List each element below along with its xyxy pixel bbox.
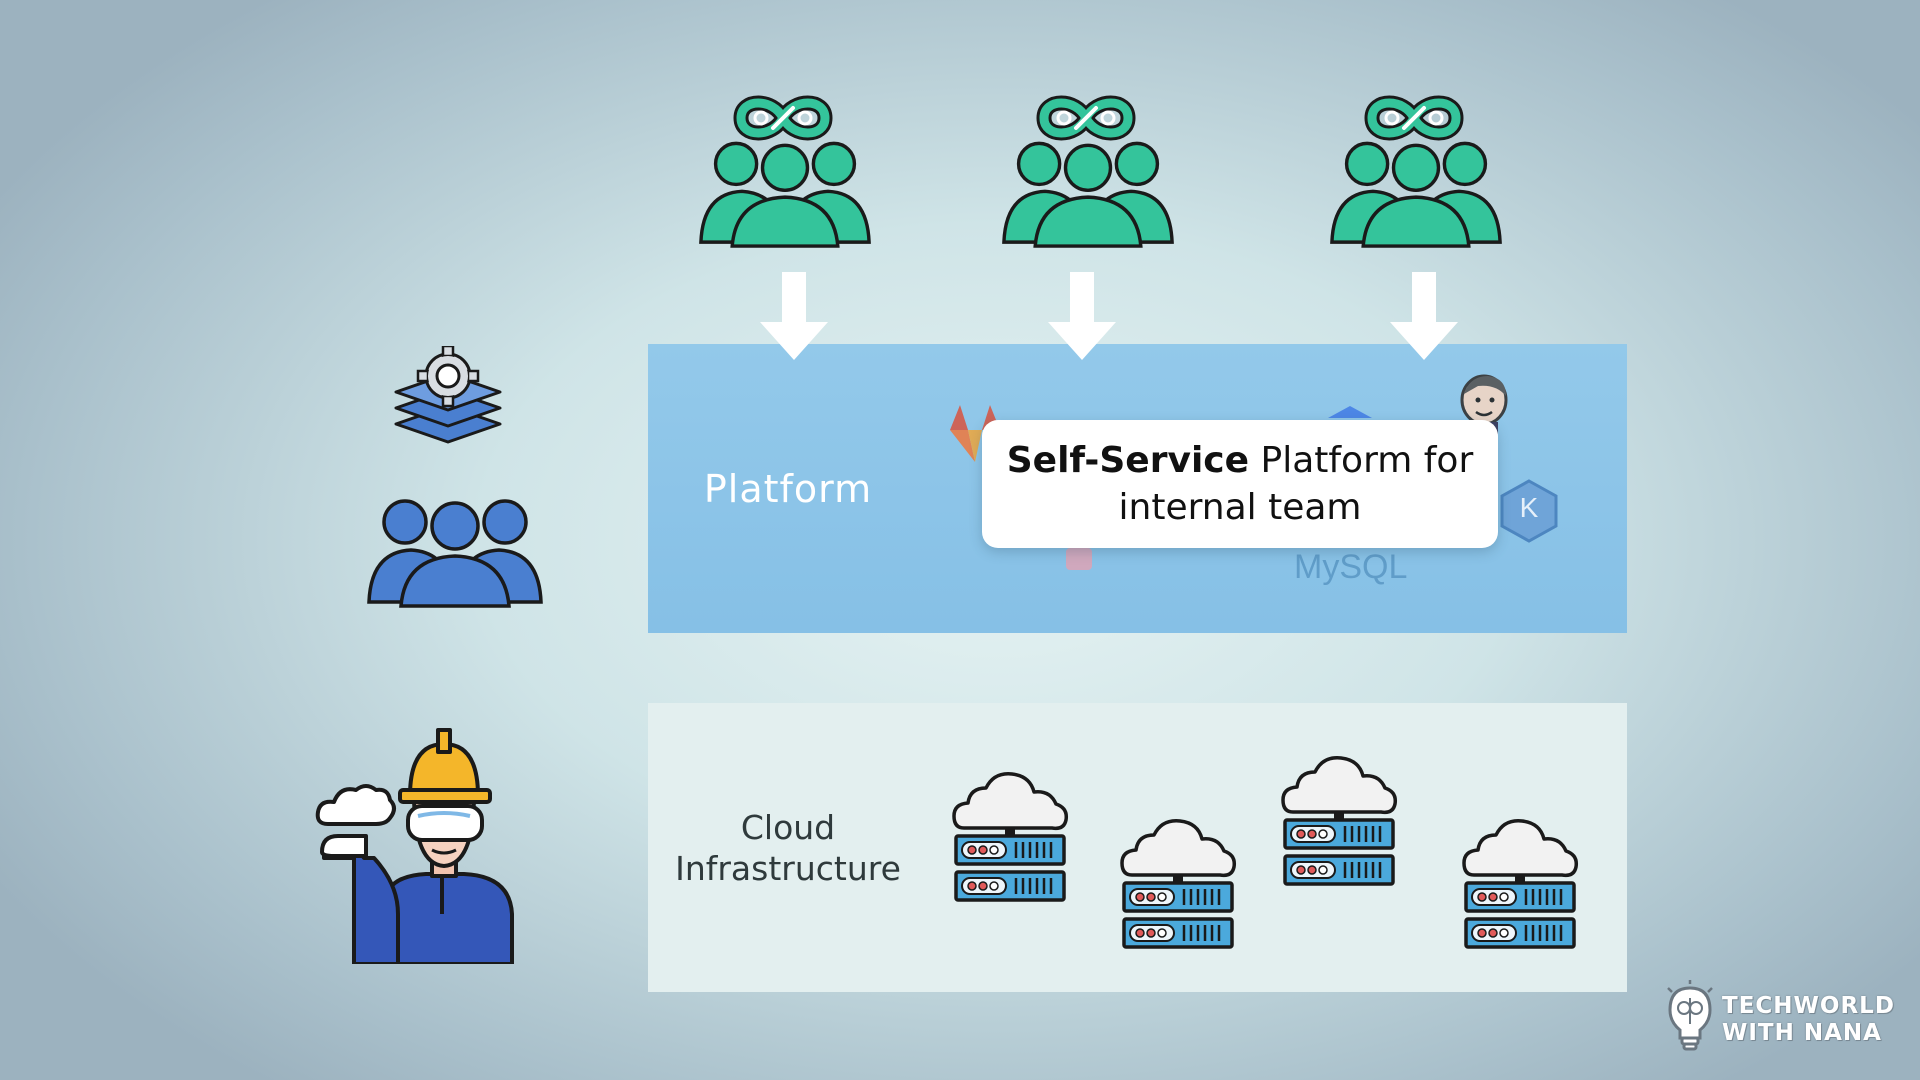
mysql-logo-text: MySQL: [1294, 548, 1408, 586]
kubernetes-logo-icon: [1328, 406, 1372, 418]
brand-line-2: WITH NANA: [1722, 1020, 1882, 1046]
cloud-label-line-2: Infrastructure: [675, 848, 901, 888]
callout-bold-text: Self-Service: [1006, 440, 1250, 481]
cloud-server-3-icon: [1279, 752, 1399, 902]
cloud-engineer-icon: [315, 728, 514, 964]
platform-team-icon: [328, 470, 582, 610]
brand-logo-text: TECHWORLD WITH NANA: [1722, 993, 1895, 1047]
arrow-down-3-icon: [1384, 272, 1464, 362]
cloud-label-line-1: Cloud: [740, 807, 836, 847]
cloud-server-1-icon: [950, 768, 1070, 918]
arrow-down-1-icon: [754, 272, 834, 362]
people-group-icon: [1000, 113, 1176, 250]
callout-rest-text: Platform for: [1249, 440, 1474, 481]
callout-line-1: Self-Service Platform for: [1007, 437, 1474, 484]
tool-logo-pink-icon: [1066, 548, 1092, 570]
people-group-icon: [697, 113, 873, 250]
dev-team-3: [1328, 88, 1504, 253]
cloud-server-4-icon: [1460, 815, 1580, 965]
dev-team-1: [697, 88, 873, 253]
arrow-down-2-icon: [1042, 272, 1122, 362]
brand-line-1: TECHWORLD: [1722, 993, 1895, 1019]
callout-line-2: internal team: [1118, 487, 1362, 528]
platform-label: Platform: [703, 466, 873, 511]
dev-team-2: [1000, 88, 1176, 253]
people-group-icon: [1328, 113, 1504, 250]
gear-layers-icon: [394, 346, 502, 444]
cloud-server-2-icon: [1118, 815, 1238, 965]
self-service-callout: Self-Service Platform for internal team: [982, 420, 1498, 548]
hexagon-icon: [1500, 479, 1558, 543]
k-logo-letter: K: [1519, 492, 1539, 523]
cloud-infrastructure-label: Cloud Infrastructure: [648, 703, 928, 992]
k-logo-icon: K: [1496, 478, 1562, 544]
lightbulb-brain-logo-icon: [1667, 980, 1713, 1051]
